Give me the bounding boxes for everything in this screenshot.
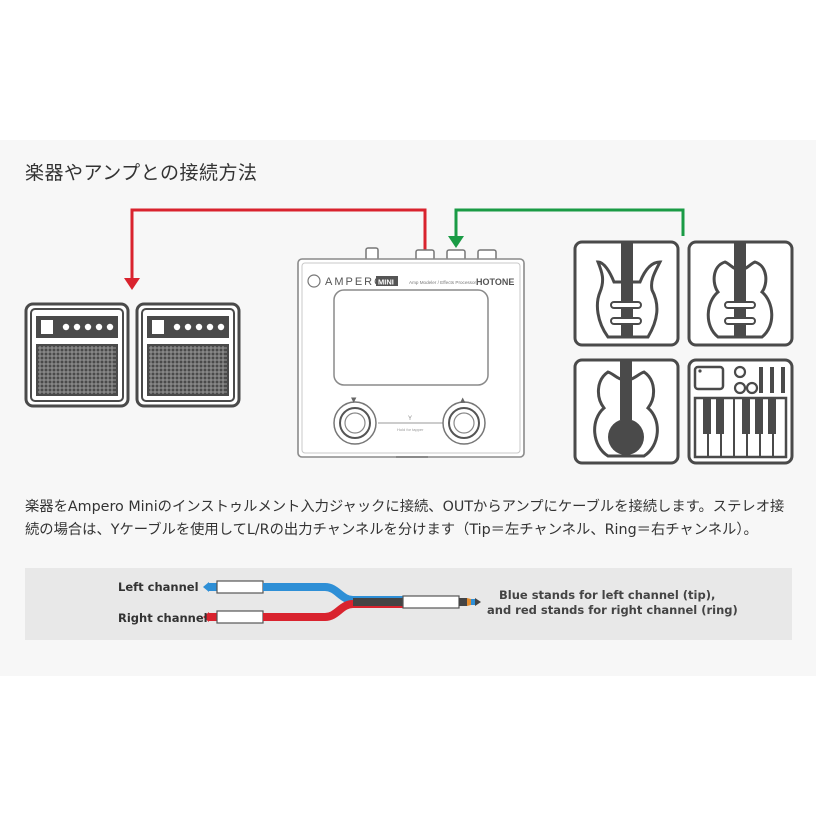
connection-diagram: AMPERO MINI Amp Modeler / Effects Proces… [24, 208, 794, 465]
bass-guitar-icon [687, 240, 794, 347]
input-connection-line [448, 208, 685, 248]
output-connection-line [124, 208, 427, 290]
center-symbol: Y [408, 416, 412, 422]
center-subtext: Hold for tapper [397, 427, 424, 432]
device-brand-text: AMPERO [325, 276, 385, 288]
right-channel-label: Right channel [118, 611, 208, 625]
footswitch-down-arrow: ▼ [351, 396, 357, 404]
y-cable-illustration: Left channel Right channel Blue stands f… [25, 568, 792, 640]
right-channel-cable [203, 600, 405, 624]
acoustic-guitar-icon [573, 358, 680, 465]
device-tagline: Amp Modeler / Effects Processor [409, 280, 477, 285]
cable-note-line1: Blue stands for left channel (tip), [499, 588, 716, 602]
left-channel-label: Left channel [118, 580, 199, 594]
ampero-mini-device [297, 247, 525, 458]
mini-badge [376, 276, 398, 286]
amplifier-icon [135, 302, 241, 408]
page-title: 楽器やアンプとの接続方法 [25, 162, 258, 184]
device-mini-text: MINI [378, 278, 394, 287]
stereo-cable [353, 595, 481, 609]
electric-guitar-icon [573, 240, 680, 347]
hotone-logo: HOTONE [476, 277, 514, 287]
connection-description: 楽器をAmpero Miniのインストゥルメント入力ジャックに接続、OUTからア… [25, 499, 785, 538]
cable-note-line2: and red stands for right channel (ring) [487, 603, 738, 617]
keyboard-synth-icon [687, 358, 794, 465]
amplifier-icon [24, 302, 130, 408]
footswitch-up-arrow: ▲ [460, 396, 466, 404]
left-channel-cable [203, 580, 405, 604]
